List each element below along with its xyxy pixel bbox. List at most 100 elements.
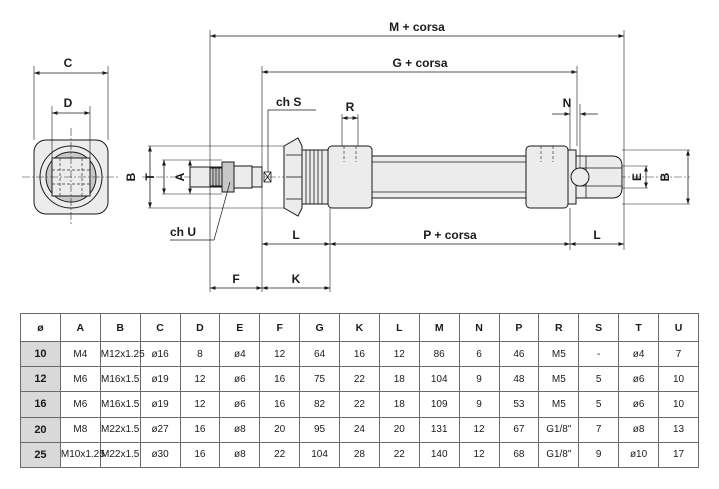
table-cell: 104 — [299, 441, 340, 469]
dim-label-L-left: L — [292, 228, 299, 242]
table-cell: 46 — [498, 340, 540, 368]
table-cell: M16x1.5 — [99, 391, 141, 418]
table-cell: 82 — [299, 391, 340, 418]
dim-label-T: T — [143, 173, 157, 181]
table-cell: 8 — [179, 340, 221, 368]
table-cell: 12 — [179, 391, 221, 418]
table-cell: 75 — [299, 366, 340, 393]
table-cell: 16 — [259, 391, 301, 418]
table-header-cell: T — [618, 313, 659, 342]
dim-label-A: A — [173, 172, 187, 181]
table-header-cell: K — [339, 313, 380, 342]
table-header-cell: B — [99, 313, 141, 342]
table-cell: 48 — [498, 366, 540, 393]
table-cell: ø6 — [618, 366, 659, 393]
table-header-cell: F — [259, 313, 301, 342]
side-view: M + corsa G + corsa R N B T A E B ch S c… — [124, 20, 690, 292]
table-header-cell: R — [538, 313, 580, 342]
table-cell: 104 — [418, 366, 460, 393]
table-header-cell: D — [179, 313, 221, 342]
table-header-cell: U — [658, 313, 699, 342]
table-cell: 68 — [498, 441, 540, 469]
table-cell: M6 — [59, 391, 101, 418]
table-cell: ø16 — [139, 340, 181, 368]
table-cell: ø8 — [618, 416, 659, 443]
table-cell: 16 — [179, 416, 221, 443]
label-ch-S: ch S — [276, 95, 301, 109]
table-cell: ø19 — [139, 366, 181, 393]
table-cell: 16 — [179, 441, 221, 469]
table-cell: M16x1.5 — [99, 366, 141, 393]
dim-label-K: K — [292, 272, 301, 286]
table-cell: ø30 — [139, 441, 181, 469]
table-header-cell: A — [59, 313, 101, 342]
bore-size-cell: 12 — [20, 366, 61, 393]
table-cell: M6 — [59, 366, 101, 393]
bore-size-cell: 16 — [20, 391, 61, 418]
table-cell: 9 — [578, 441, 620, 469]
dim-label-B-left: B — [124, 172, 138, 181]
table-cell: ø8 — [219, 441, 261, 469]
table-cell: 7 — [578, 416, 620, 443]
table-cell: ø6 — [219, 391, 261, 418]
bore-size-cell: 20 — [20, 416, 61, 443]
dim-label-D: D — [64, 96, 73, 110]
table-cell: 131 — [418, 416, 460, 443]
table-cell: 12 — [458, 416, 500, 443]
table-cell: 12 — [458, 441, 500, 469]
table-cell: 20 — [378, 416, 420, 443]
table-cell: ø27 — [139, 416, 181, 443]
table-cell: 24 — [339, 416, 380, 443]
table-cell: 16 — [259, 366, 301, 393]
table-cell: ø4 — [219, 340, 261, 368]
table-cell: G1/8" — [538, 441, 580, 469]
table-cell: 20 — [259, 416, 301, 443]
table-cell: 7 — [658, 340, 699, 368]
dim-label-C: C — [64, 56, 73, 70]
table-cell: ø6 — [219, 366, 261, 393]
table-header-cell: L — [378, 313, 420, 342]
table-cell: M4 — [59, 340, 101, 368]
table-header-cell: P — [498, 313, 540, 342]
dim-label-M-corsa: M + corsa — [389, 20, 445, 34]
table-cell: 28 — [339, 441, 380, 469]
table-cell: 10 — [658, 391, 699, 418]
table-cell: ø4 — [618, 340, 659, 368]
end-view: C D — [22, 56, 120, 226]
table-cell: - — [578, 340, 620, 368]
table-cell: M8 — [59, 416, 101, 443]
table-cell: 64 — [299, 340, 340, 368]
table-cell: 6 — [458, 340, 500, 368]
table-cell: 9 — [458, 366, 500, 393]
table-header-cell: C — [139, 313, 181, 342]
table-cell: M22x1.5 — [99, 441, 141, 469]
table-cell: 10 — [658, 366, 699, 393]
table-cell: M10x1.25 — [59, 441, 105, 469]
table-cell: 13 — [658, 416, 699, 443]
table-cell: 140 — [418, 441, 460, 469]
table-cell: ø10 — [618, 441, 659, 469]
bore-size-cell: 25 — [20, 441, 61, 469]
table-header-cell: S — [578, 313, 620, 342]
table-header-cell: ø — [20, 313, 61, 342]
cylinder-technical-drawing: C D — [22, 20, 690, 292]
dim-label-F: F — [232, 272, 239, 286]
table-cell: 86 — [418, 340, 460, 368]
table-cell: M5 — [538, 340, 580, 368]
table-cell: 12 — [179, 366, 221, 393]
table-cell: ø8 — [219, 416, 261, 443]
table-cell: M5 — [538, 366, 580, 393]
dim-label-N: N — [563, 96, 572, 110]
table-cell: 18 — [378, 391, 420, 418]
table-cell: M5 — [538, 391, 580, 418]
table-cell: 5 — [578, 391, 620, 418]
table-cell: 5 — [578, 366, 620, 393]
table-header-cell: E — [219, 313, 261, 342]
